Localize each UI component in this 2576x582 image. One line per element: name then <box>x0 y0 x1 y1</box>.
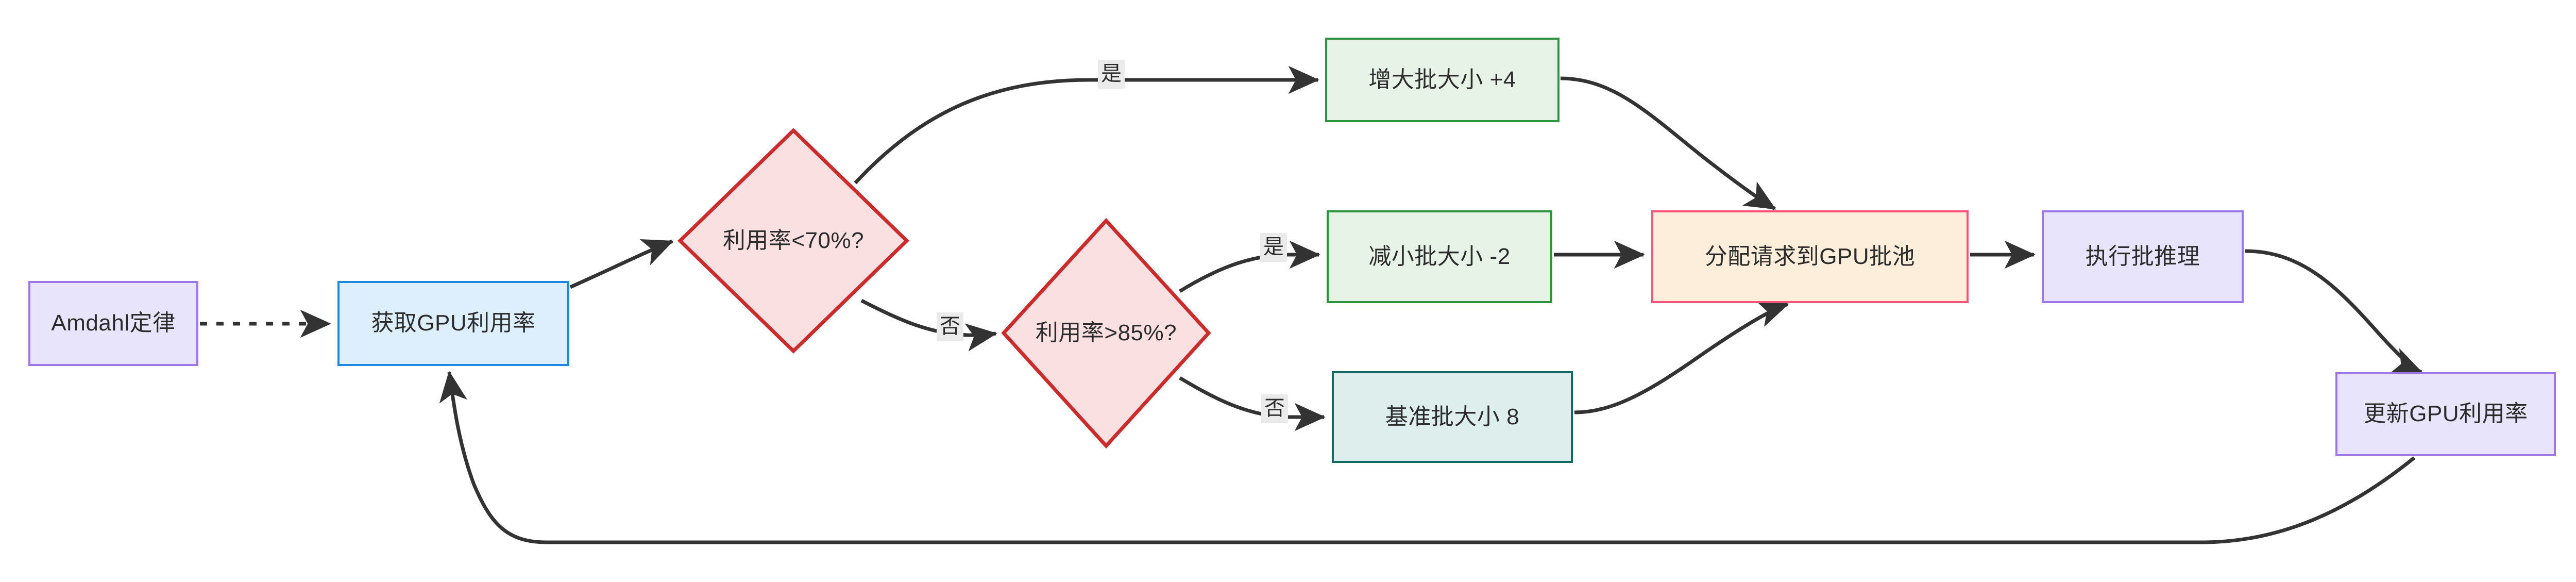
node-label: 执行批推理 <box>2085 243 2200 269</box>
node-assign-requests-to-gpu-pool[interactable]: 分配请求到GPU批池 <box>1651 210 1969 303</box>
edge-runbatch-to-update <box>2245 249 2423 375</box>
node-label: 增大批大小 +4 <box>1368 66 1516 92</box>
node-get-gpu-utilization[interactable]: 获取GPU利用率 <box>337 281 569 366</box>
node-update-gpu-utilization[interactable]: 更新GPU利用率 <box>2335 372 2556 456</box>
node-label: 减小批大小 -2 <box>1368 243 1511 269</box>
node-amdahl-law[interactable]: Amdahl定律 <box>28 281 198 366</box>
node-baseline-batch-size[interactable]: 基准批大小 8 <box>1332 371 1573 463</box>
node-label: 分配请求到GPU批池 <box>1704 243 1916 269</box>
node-decision-util-gt-85[interactable]: 利用率>85%? <box>1004 221 1209 446</box>
edge-basebs-to-assign <box>1574 300 1789 414</box>
node-label: 获取GPU利用率 <box>371 310 536 336</box>
node-run-batch-inference[interactable]: 执行批推理 <box>2042 210 2244 303</box>
edge-label-no-to-util85: 否 <box>937 312 963 341</box>
node-decision-util-lt-70[interactable]: 利用率<70%? <box>680 130 907 351</box>
edge-label-yes-to-decrease: 是 <box>1260 233 1287 262</box>
node-increase-batch-size[interactable]: 增大批大小 +4 <box>1325 38 1560 122</box>
node-label: 利用率>85%? <box>1035 320 1177 346</box>
edge-dec70-to-incbs <box>854 65 1319 185</box>
node-decrease-batch-size[interactable]: 减小批大小 -2 <box>1327 210 1552 303</box>
node-label: 更新GPU利用率 <box>2363 401 2528 427</box>
node-label: 利用率<70%? <box>722 227 865 253</box>
node-label: Amdahl定律 <box>51 310 176 336</box>
edge-label-yes-to-increase: 是 <box>1098 60 1125 89</box>
edge-getutil-to-dec70 <box>569 239 674 289</box>
edge-incbs-to-assign <box>1560 76 1776 211</box>
edge-label-no-to-baseline: 否 <box>1261 394 1288 423</box>
node-label: 基准批大小 8 <box>1385 404 1520 429</box>
